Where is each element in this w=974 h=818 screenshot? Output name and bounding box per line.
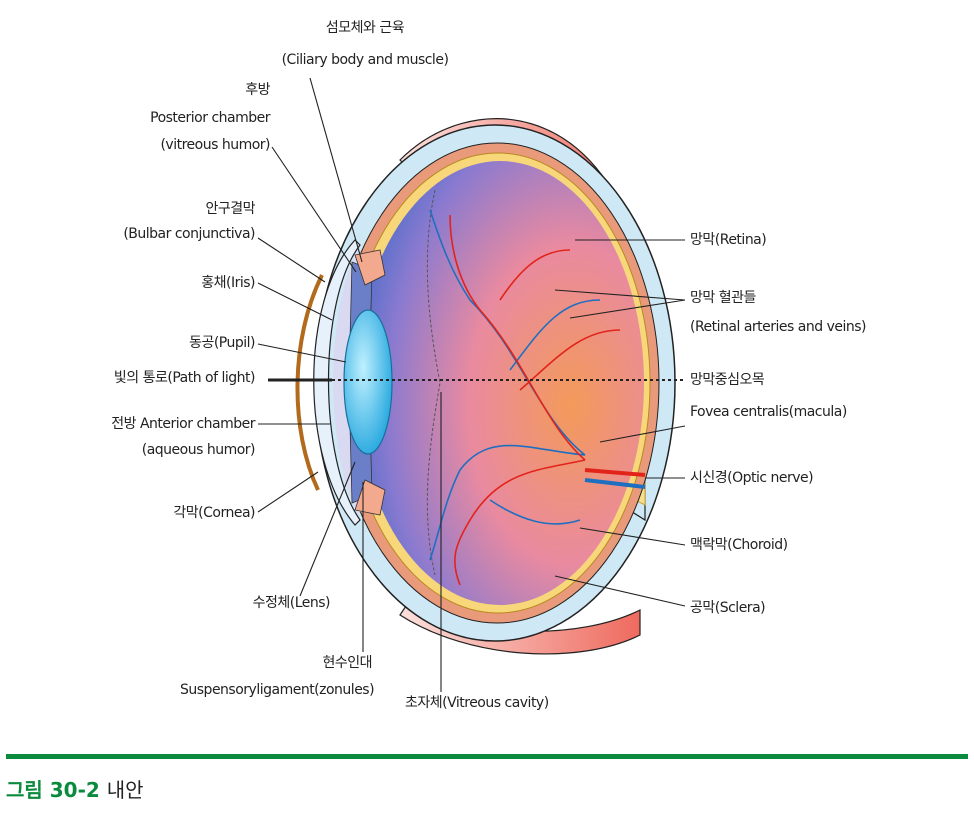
leader-cornea: [257, 471, 319, 513]
label-vessels-en: (Retinal arteries and veins): [690, 319, 867, 335]
retinal-artery: [454, 459, 586, 586]
label-vitreous-cavity: 초자체(Vitreous cavity): [405, 695, 549, 711]
figure-number: 그림 30-2: [6, 778, 100, 802]
label-ciliary-en: (Ciliary body and muscle): [281, 52, 449, 68]
ora-serrata: [426, 189, 441, 576]
leader-ciliary: [309, 77, 363, 263]
anterior-chamber: [333, 250, 370, 515]
label-zonules-en: Suspensoryligament(zonules): [180, 682, 375, 698]
figure-caption: 그림 30-2 내안: [6, 774, 144, 803]
label-conjunctiva-en: (Bulbar conjunctiva): [123, 226, 255, 242]
leader-lens: [299, 461, 356, 597]
label-pupil: 동공(Pupil): [189, 335, 255, 351]
central-vein: [584, 478, 646, 489]
label-sclera: 공막(Sclera): [690, 600, 766, 616]
leader-fovea: [599, 425, 686, 443]
conjunctiva: [295, 274, 324, 491]
vitreous-body: [356, 161, 644, 605]
retinal-vein: [509, 299, 601, 371]
label-vessels-ko: 망막 혈관들: [690, 290, 756, 306]
label-zonules-ko: 현수인대: [322, 655, 372, 671]
label-lens: 수정체(Lens): [252, 595, 331, 611]
leader-iris: [257, 282, 333, 321]
leader-lines: [257, 77, 686, 692]
label-fovea-ko: 망막중심오목: [690, 372, 765, 388]
leader-vessels: [554, 289, 686, 301]
retinal-artery: [499, 249, 571, 301]
label-posterior-ko: 후방: [245, 82, 270, 98]
caption-divider: [6, 754, 968, 759]
cornea: [313, 239, 361, 526]
label-cornea: 각막(Cornea): [173, 505, 255, 521]
label-posterior-en2: (vitreous humor): [160, 137, 270, 153]
retinal-vein: [489, 499, 581, 525]
retinal-artery: [449, 214, 586, 461]
leader-choroid: [579, 527, 686, 546]
label-anterior-chamber: 전방 Anterior chamber: [111, 416, 255, 432]
label-posterior-en: Posterior chamber: [150, 110, 270, 126]
leader-sclera: [554, 575, 686, 607]
label-ciliary-ko: 섬모체와 근육: [325, 20, 405, 36]
label-optic-nerve: 시신경(Optic nerve): [690, 470, 814, 486]
figure-title: 내안: [106, 778, 144, 802]
label-fovea-en: Fovea centralis(macula): [690, 404, 847, 420]
leader-posterior: [271, 146, 357, 273]
leader-conjunctiva: [257, 237, 326, 283]
label-aqueous-humor: (aqueous humor): [141, 442, 256, 458]
ciliary-body-upper: [354, 249, 386, 286]
label-retina: 망막(Retina): [690, 232, 767, 248]
leader-pupil: [257, 343, 347, 363]
label-path-of-light: 빛의 통로(Path of light): [113, 370, 256, 386]
label-conjunctiva-ko: 안구결막: [205, 201, 255, 217]
leader-vessels: [569, 299, 686, 319]
label-iris: 홍채(Iris): [201, 275, 255, 291]
lens: [343, 309, 393, 455]
label-choroid: 맥락막(Choroid): [690, 537, 788, 553]
central-artery: [584, 468, 646, 477]
retinal-vein: [429, 444, 586, 561]
